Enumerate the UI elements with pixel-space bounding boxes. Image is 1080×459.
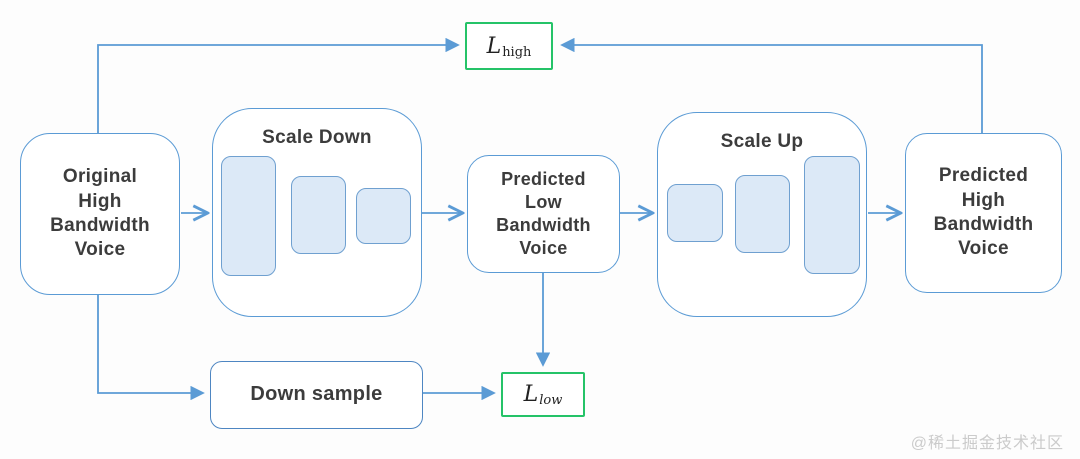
scale-up-bar-small xyxy=(667,184,723,242)
scale-up-bar-large xyxy=(804,156,860,274)
predicted-high-bandwidth-voice-node: Predicted High Bandwidth Voice xyxy=(905,133,1062,293)
connector-original-to-loss-high xyxy=(97,37,460,133)
scale-down-label: Scale Down xyxy=(262,127,372,148)
scale-down-node: Scale Down xyxy=(212,108,422,317)
predicted-low-bandwidth-voice-node: Predicted Low Bandwidth Voice xyxy=(467,155,620,273)
down-sample-node: Down sample xyxy=(210,361,423,429)
loss-low-symbol: L xyxy=(523,382,539,407)
predicted-high-bandwidth-voice-label: Predicted High Bandwidth Voice xyxy=(933,165,1034,260)
loss-low-subscript: low xyxy=(539,393,563,408)
scale-down-bar-large xyxy=(221,156,276,276)
scale-up-label: Scale Up xyxy=(720,131,804,152)
connector-predicted-high-to-loss-high xyxy=(560,37,983,133)
loss-high-symbol: L xyxy=(486,33,502,59)
original-high-bandwidth-voice-node: Original High Bandwidth Voice xyxy=(20,133,180,295)
scale-down-bar-small xyxy=(356,188,411,244)
watermark-text: @稀土掘金技术社区 xyxy=(910,435,1064,452)
down-sample-label: Down sample xyxy=(250,383,383,406)
scale-down-bar-medium xyxy=(291,176,346,254)
loss-high-subscript: high xyxy=(502,44,532,60)
connector-original-to-down-sample xyxy=(97,295,205,401)
scale-up-bar-medium xyxy=(735,175,790,253)
original-high-bandwidth-voice-label: Original High Bandwidth Voice xyxy=(50,166,150,261)
predicted-low-bandwidth-voice-label: Predicted Low Bandwidth Voice xyxy=(496,168,591,259)
scale-up-node: Scale Up xyxy=(657,112,867,317)
